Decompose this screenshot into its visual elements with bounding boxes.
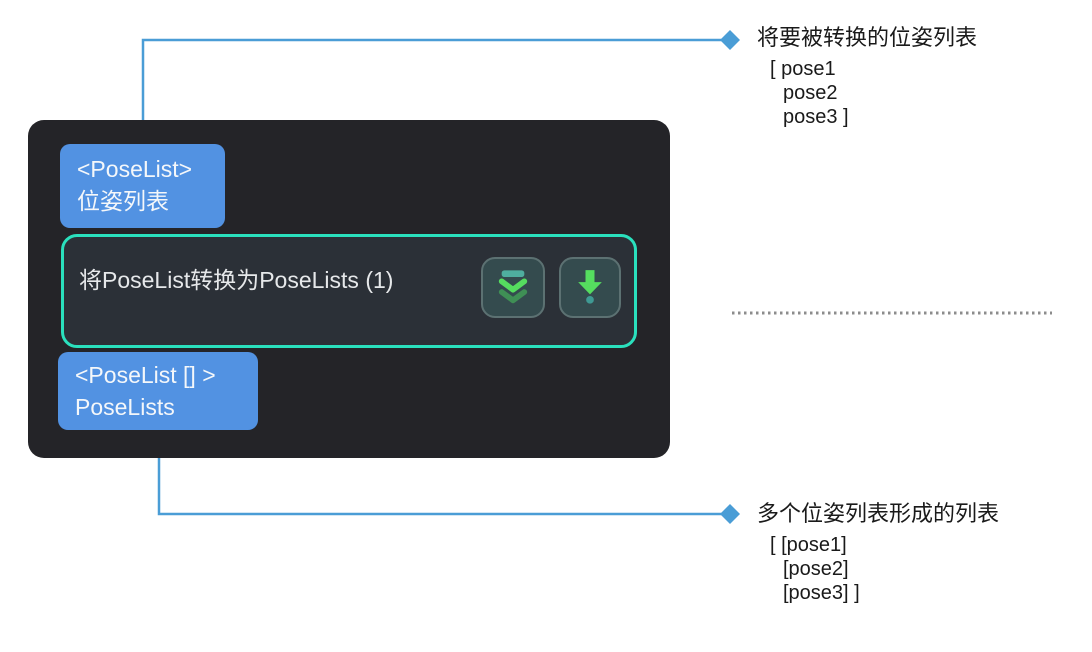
input-annotation-code: [ pose1 pose2 pose3 ] — [757, 57, 977, 129]
input-port-label: 位姿列表 — [77, 188, 169, 214]
output-callout-diamond — [720, 504, 740, 524]
expand-output-button[interactable] — [481, 257, 545, 318]
step-node[interactable]: 将PoseList转换为PoseLists (1) — [61, 234, 637, 348]
annotation-line: pose3 ] — [783, 106, 849, 128]
output-annotation-title: 多个位姿列表形成的列表 — [757, 501, 1000, 526]
arrow-down-to-dot-icon — [570, 266, 610, 309]
step-title: 将PoseList转换为PoseLists (1) — [79, 267, 394, 293]
annotation-line: pose2 — [783, 82, 838, 104]
annotation-line: [pose2] — [783, 558, 849, 580]
run-to-step-button[interactable] — [559, 257, 621, 318]
output-port-type: <PoseList [] > — [75, 362, 216, 388]
output-port-label: PoseLists — [75, 394, 175, 420]
annotation-line: [pose3] ] — [783, 582, 860, 604]
input-annotation-title: 将要被转换的位姿列表 — [757, 25, 978, 50]
input-port-type: <PoseList> — [77, 156, 193, 182]
annotation-line: [ pose1 — [770, 58, 836, 80]
input-callout-diamond — [720, 30, 740, 50]
double-chevron-down-icon — [493, 266, 533, 309]
annotation-line: [ [pose1] — [770, 534, 847, 556]
output-port-tag[interactable]: <PoseList [] > PoseLists — [58, 352, 258, 430]
output-annotation: 多个位姿列表形成的列表 [ [pose1] [pose2] [pose3] ] — [757, 500, 999, 605]
input-port-tag[interactable]: <PoseList> 位姿列表 — [60, 144, 225, 228]
input-annotation: 将要被转换的位姿列表 [ pose1 pose2 pose3 ] — [757, 24, 977, 129]
output-annotation-code: [ [pose1] [pose2] [pose3] ] — [757, 533, 999, 605]
